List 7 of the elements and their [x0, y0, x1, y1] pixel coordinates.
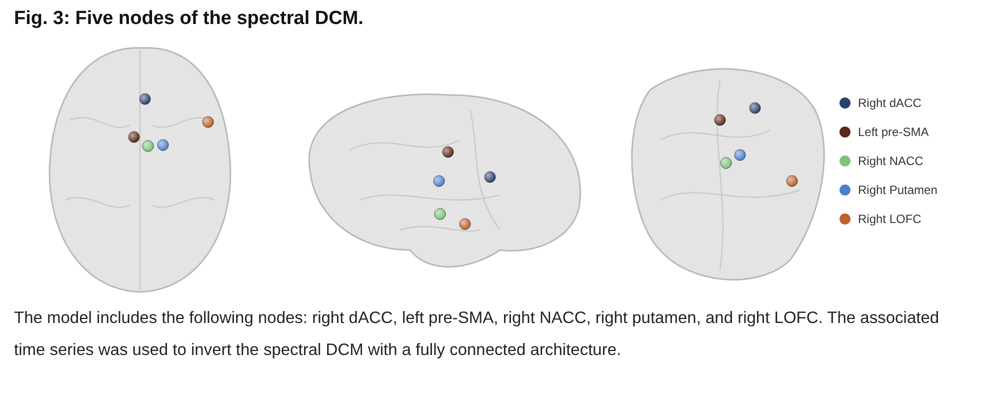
legend-label: Right Putamen	[858, 183, 938, 197]
legend-label: Right NACC	[858, 154, 924, 168]
caption: The model includes the following nodes: right dACC, left pre-SMA, right NACC, right putamen, and right LOFC. The associated time series was used to invert the spectral DCM with a fully connected architecture.	[14, 308, 940, 361]
legend-label: Left pre-SMA	[858, 125, 929, 139]
figure-title: Fig. 3: Five nodes of the spectral DCM.	[14, 8, 364, 30]
legend-label: Right LOFC	[858, 212, 922, 226]
legend-label: Right dACC	[858, 96, 922, 110]
